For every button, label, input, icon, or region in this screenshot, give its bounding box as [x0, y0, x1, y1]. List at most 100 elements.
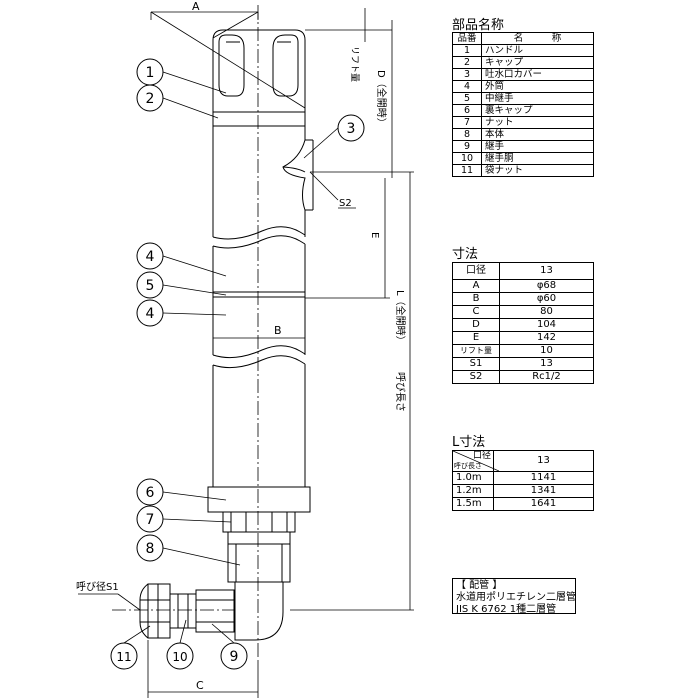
- balloon-circle: [136, 505, 164, 533]
- dim-key: D: [452, 318, 500, 332]
- outer-tube: [212, 126, 306, 487]
- ldim-key: 1.5m: [452, 497, 494, 511]
- dim-a: [150, 11, 306, 109]
- part-name: 袋ナット: [481, 164, 594, 177]
- balloon-7: 7: [136, 505, 164, 533]
- balloon-circle: [220, 642, 248, 670]
- balloon-4: 4: [136, 242, 164, 270]
- part-name: 外筒: [481, 80, 594, 93]
- balloon-label: 9: [230, 649, 239, 665]
- balloon-4: 4: [136, 299, 164, 327]
- balloon-5: 5: [136, 271, 164, 299]
- balloon-circle: [136, 242, 164, 270]
- part-name: キャップ: [481, 56, 594, 69]
- piping-line3: JIS K 6762 1種二層管: [456, 604, 557, 615]
- dim-value: Rc1/2: [499, 370, 594, 384]
- spout-cover: [282, 139, 314, 211]
- part-name: ハンドル: [481, 44, 594, 57]
- part-no: 3: [452, 68, 482, 81]
- balloon-leaders: [123, 71, 339, 644]
- dim-value: 80: [499, 305, 594, 319]
- balloon-label: 2: [146, 91, 155, 107]
- part-name: 本体: [481, 128, 594, 141]
- balloon-label: 4: [146, 306, 155, 322]
- balloon-label: 4: [146, 249, 155, 265]
- balloon-label: 6: [146, 485, 155, 501]
- ldim-key: 1.0m: [452, 471, 494, 485]
- balloon-11: 11: [110, 642, 138, 670]
- parts-header-row: 品番 名 称: [452, 32, 594, 45]
- dim-key: B: [452, 292, 500, 306]
- ldim-value: 1141: [493, 471, 594, 485]
- ldims-header-bottom: 呼び長さ: [454, 462, 482, 470]
- lift-label: リフト量: [349, 46, 360, 82]
- dim-b-label: B: [274, 324, 282, 337]
- balloon-circle: [136, 84, 164, 112]
- dim-key: S1: [452, 357, 500, 371]
- yobi-label: 呼び長さ: [394, 372, 406, 412]
- ldims-header-row: 口径 呼び長さ 13: [452, 450, 594, 472]
- balloon-label: 8: [146, 541, 155, 557]
- part-no: 1: [452, 44, 482, 57]
- dim-key: C: [452, 305, 500, 319]
- dims-header-value: 13: [499, 262, 594, 280]
- dim-c-label: C: [196, 679, 204, 692]
- part-no: 7: [452, 116, 482, 129]
- ldims-header-value: 13: [493, 450, 594, 472]
- elbow-joint: [234, 581, 284, 641]
- middle-joint: [212, 291, 306, 298]
- part-no: 4: [452, 80, 482, 93]
- part-name: 中継手: [481, 92, 594, 105]
- dims-title: 寸法: [452, 247, 479, 262]
- dim-value: φ68: [499, 279, 594, 293]
- balloon-1: 1: [136, 58, 164, 86]
- balloons: 1 2 3 4 5 4 6 7 8 11 10 9: [110, 58, 365, 670]
- part-no: 9: [452, 140, 482, 153]
- ldim-key: 1.2m: [452, 484, 494, 498]
- parts-title: 部品名称: [452, 18, 505, 33]
- part-name: 継手胴: [481, 152, 594, 165]
- body: [227, 531, 291, 583]
- balloon-circle: [136, 271, 164, 299]
- balloon-label: 7: [146, 512, 155, 528]
- balloon-circle: [136, 299, 164, 327]
- dim-key: E: [452, 331, 500, 345]
- balloon-label: 3: [347, 121, 356, 137]
- balloon-10: 10: [166, 642, 194, 670]
- dim-c: [147, 640, 259, 698]
- part-no: 11: [452, 164, 482, 177]
- s1-leader-diag: [117, 593, 141, 611]
- balloon-circle: [136, 534, 164, 562]
- dim-l-label: L（全開時）: [394, 290, 407, 346]
- balloon-circle: [136, 478, 164, 506]
- dim-value: 104: [499, 318, 594, 332]
- balloon-label: 11: [116, 650, 131, 664]
- dim-d-label: D（全開時）: [375, 70, 388, 128]
- yobi-s1-label: 呼び径S1: [76, 580, 119, 593]
- dim-value: 13: [499, 357, 594, 371]
- union-nut: [139, 583, 171, 639]
- dim-value: 10: [499, 344, 594, 358]
- joint-body: [169, 589, 235, 633]
- part-name: 吐水口カバー: [481, 68, 594, 81]
- balloon-circle: [337, 114, 365, 142]
- s2-leader: [309, 171, 339, 201]
- balloon-label: 1: [146, 65, 155, 81]
- piping-note: 【 配管 】 水道用ポリエチレン二層管 JIS K 6762 1種二層管: [452, 578, 576, 615]
- balloon-label: 10: [172, 650, 187, 664]
- parts-header-no: 品番: [452, 32, 482, 45]
- dim-key: リフト量: [452, 344, 500, 358]
